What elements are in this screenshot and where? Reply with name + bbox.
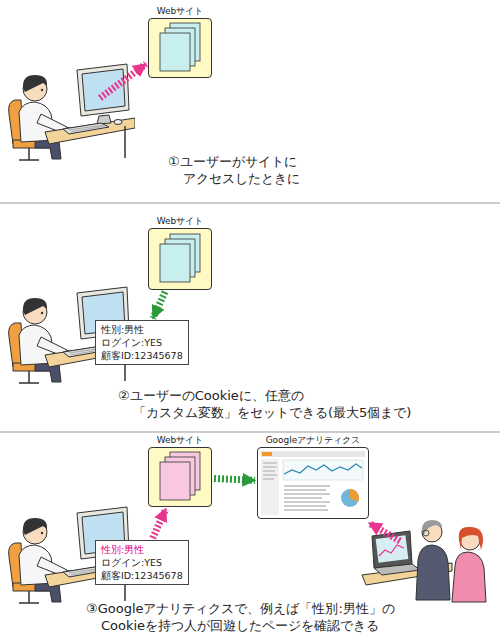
- data-flow-arrow: [153, 292, 165, 318]
- website-box: Webサイト: [148, 447, 212, 507]
- box-heading: Webサイト: [157, 216, 204, 227]
- cookie-value: ログイン:YES: [101, 556, 183, 569]
- cookie-box: 性別:男性ログイン:YES顧客ID:12345678: [95, 320, 189, 365]
- box-heading: Googleアナリティクス: [266, 435, 361, 446]
- analytics-box: Googleアナリティクス: [257, 447, 369, 519]
- website-page-stack: [148, 18, 212, 507]
- separator-lines: [0, 203, 500, 432]
- website-box: Webサイト: [148, 228, 212, 290]
- step-caption: ①ユーザーがサイトに アクセスしたときに: [168, 153, 408, 187]
- box-heading: Webサイト: [157, 435, 204, 446]
- cookie-value: ログイン:YES: [101, 336, 183, 349]
- cookie-value: 性別:男性: [101, 323, 183, 336]
- people-illustration: [362, 520, 486, 602]
- website-box: Webサイト: [148, 18, 212, 78]
- access-arrow: [100, 64, 400, 541]
- analytics-screenshot: [257, 447, 369, 519]
- step-caption: ③Googleアナリティクスで、例えば「性別:男性」の Cookieを持つ人が回…: [86, 600, 456, 634]
- step-caption: ②ユーザーのCookieに、任意の 「カスタム変数」をセットできる(最大5個まで…: [118, 387, 448, 421]
- cookie-value: 顧客ID:12345678: [101, 569, 183, 582]
- cookie-box: 性別:男性ログイン:YES顧客ID:12345678: [95, 540, 189, 585]
- data-flow-arrow: [214, 479, 255, 481]
- data-flow-arrow: [153, 509, 166, 538]
- cookie-value: 顧客ID:12345678: [101, 349, 183, 362]
- cookie-value: 性別:男性: [101, 543, 183, 556]
- box-heading: Webサイト: [157, 6, 204, 17]
